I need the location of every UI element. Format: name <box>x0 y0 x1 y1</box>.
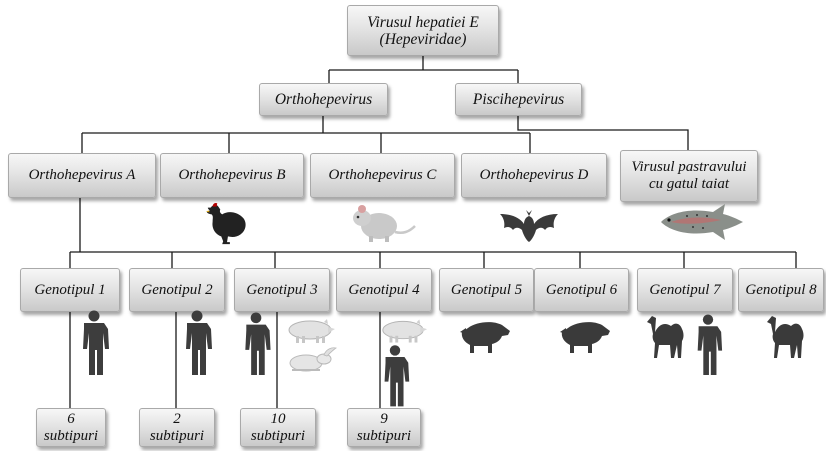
subtype-count: 9 <box>380 411 388 428</box>
subtype-unit: subtipuri <box>357 428 411 445</box>
human-icon <box>690 314 726 376</box>
genotype-label: Genotipul 1 <box>34 282 105 299</box>
genotype-5: Genotipul 5 <box>439 268 534 312</box>
species-label: Orthohepevirus A <box>29 167 136 184</box>
root-family: (Hepeviridae) <box>380 31 467 48</box>
genus-label: Piscihepevirus <box>473 91 564 108</box>
bat-icon <box>498 204 560 244</box>
wild-boar-icon <box>558 318 612 354</box>
human-icon <box>377 344 413 408</box>
trout-icon <box>657 202 747 242</box>
human-icon <box>237 312 275 376</box>
subtype-count: 2 <box>173 411 181 428</box>
root-title: Virusul hepatiei E <box>367 14 479 31</box>
species-label: Orthohepevirus D <box>480 167 589 184</box>
genotype-label: Genotipul 8 <box>745 282 816 299</box>
pig-icon <box>284 318 336 344</box>
species-orthohepevirus-a: Orthohepevirus A <box>8 153 156 198</box>
subtypes-genotype-4: 9 subtipuri <box>347 408 421 447</box>
camel-icon <box>645 314 687 358</box>
genotype-8: Genotipul 8 <box>738 268 824 312</box>
genotype-3: Genotipul 3 <box>234 268 330 312</box>
pig-icon <box>378 318 428 344</box>
species-label-line2: cu gatul taiat <box>649 176 729 193</box>
camel-icon <box>765 314 807 358</box>
species-orthohepevirus-d: Orthohepevirus D <box>461 153 607 198</box>
subtype-count: 6 <box>67 411 75 428</box>
rabbit-icon <box>284 346 340 374</box>
rat-icon <box>349 202 419 244</box>
subtype-unit: subtipuri <box>251 428 305 445</box>
genotype-2: Genotipul 2 <box>129 268 225 312</box>
genotype-label: Genotipul 5 <box>451 282 522 299</box>
wild-boar-icon <box>458 318 512 354</box>
species-orthohepevirus-b: Orthohepevirus B <box>160 153 304 198</box>
genus-piscihepevirus: Piscihepevirus <box>455 83 582 116</box>
species-label: Orthohepevirus B <box>178 167 285 184</box>
subtype-count: 10 <box>271 411 286 428</box>
genotype-label: Genotipul 4 <box>348 282 419 299</box>
species-orthohepevirus-c: Orthohepevirus C <box>310 153 455 198</box>
subtype-unit: subtipuri <box>44 428 98 445</box>
species-trout-virus: Virusul pastravului cu gatul taiat <box>620 150 758 202</box>
subtypes-genotype-2: 2 subtipuri <box>139 408 215 447</box>
species-label: Orthohepevirus C <box>329 167 437 184</box>
subtype-unit: subtipuri <box>150 428 204 445</box>
genotype-1: Genotipul 1 <box>20 268 120 312</box>
root-node: Virusul hepatiei E (Hepeviridae) <box>347 5 499 56</box>
genus-orthohepevirus: Orthohepevirus <box>259 83 388 116</box>
human-icon <box>178 310 216 376</box>
genotype-label: Genotipul 3 <box>246 282 317 299</box>
genotype-6: Genotipul 6 <box>534 268 629 312</box>
genotype-label: Genotipul 6 <box>546 282 617 299</box>
species-label-line1: Virusul pastravului <box>631 159 746 176</box>
chicken-icon <box>203 198 251 246</box>
subtypes-genotype-1: 6 subtipuri <box>36 408 106 447</box>
genotype-7: Genotipul 7 <box>637 268 733 312</box>
subtypes-genotype-3: 10 subtipuri <box>240 408 316 447</box>
genotype-label: Genotipul 2 <box>141 282 212 299</box>
genotype-4: Genotipul 4 <box>336 268 432 312</box>
human-icon <box>75 310 113 376</box>
genus-label: Orthohepevirus <box>275 91 372 108</box>
genotype-label: Genotipul 7 <box>649 282 720 299</box>
